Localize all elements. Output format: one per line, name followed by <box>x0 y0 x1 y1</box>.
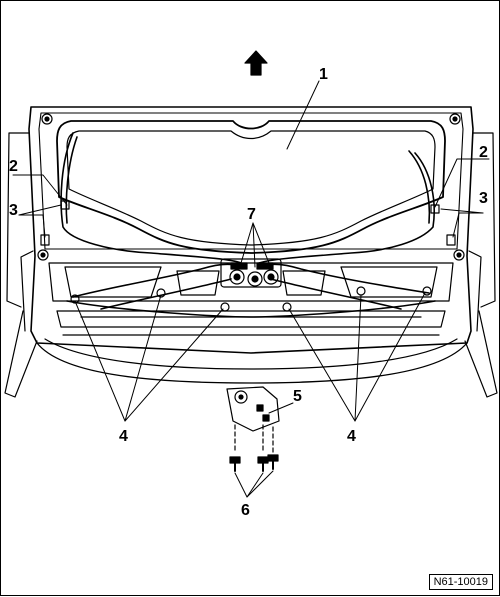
callout-7: 7 <box>247 206 256 223</box>
washer-connectors <box>220 258 282 288</box>
callout-5: 5 <box>293 388 302 405</box>
callout-4-left: 4 <box>119 428 128 445</box>
leader-lines <box>12 80 490 498</box>
rear-window <box>56 120 446 254</box>
figure-reference-code: N61-10019 <box>428 574 493 590</box>
callout-2-right: 2 <box>479 144 488 161</box>
callout-3-right: 3 <box>479 190 488 207</box>
corner-bolts <box>37 113 465 261</box>
washer-hoses <box>60 132 436 318</box>
tailgate-body <box>4 106 498 398</box>
mounting-screws <box>229 424 279 472</box>
washer-motor-bracket <box>226 386 280 432</box>
callout-4-right: 4 <box>347 428 356 445</box>
callout-2-left: 2 <box>9 158 18 175</box>
callout-1: 1 <box>319 66 328 83</box>
callout-6: 6 <box>241 502 250 519</box>
hose-clips <box>70 286 432 312</box>
arrow-up-icon <box>244 50 268 76</box>
callout-3-left: 3 <box>9 202 18 219</box>
